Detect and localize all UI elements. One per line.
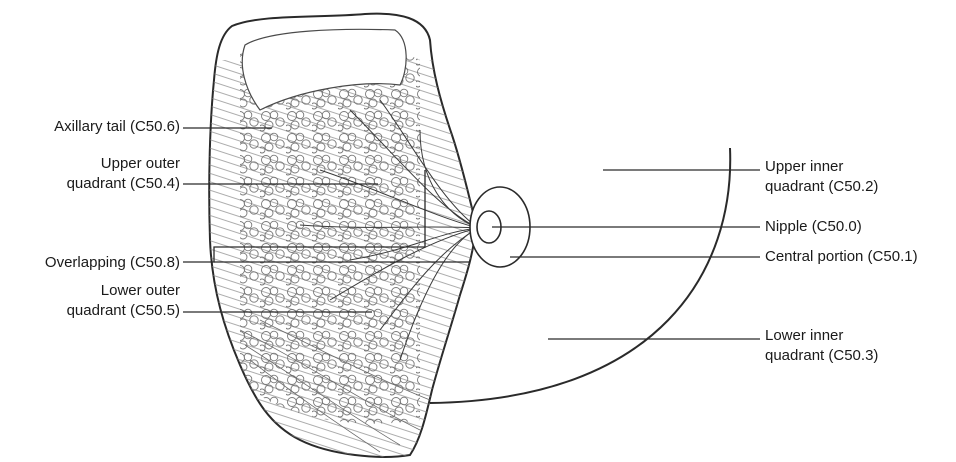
label-lower-inner-quadrant: Lower inner quadrant (C50.3) xyxy=(765,326,878,366)
quadrant-boundary-arc xyxy=(430,148,730,403)
label-upper-inner-quadrant: Upper inner quadrant (C50.2) xyxy=(765,157,878,197)
label-nipple-text: Nipple (C50.0) xyxy=(765,217,862,237)
label-lower-outer-line1: Lower outer xyxy=(67,281,180,301)
breast-tissue xyxy=(200,29,490,460)
label-upper-outer-line1: Upper outer xyxy=(67,154,180,174)
label-upper-outer-line2: quadrant (C50.4) xyxy=(67,174,180,194)
label-overlapping-text: Overlapping (C50.8) xyxy=(45,253,180,273)
label-upper-inner-line1: Upper inner xyxy=(765,157,878,177)
label-lower-inner-line2: quadrant (C50.3) xyxy=(765,346,878,366)
label-nipple: Nipple (C50.0) xyxy=(765,217,862,237)
label-central-portion: Central portion (C50.1) xyxy=(765,247,918,267)
label-lower-outer-line2: quadrant (C50.5) xyxy=(67,301,180,321)
label-upper-inner-line2: quadrant (C50.2) xyxy=(765,177,878,197)
label-lower-inner-line1: Lower inner xyxy=(765,326,878,346)
label-overlapping: Overlapping (C50.8) xyxy=(45,253,180,273)
label-axillary-tail: Axillary tail (C50.6) xyxy=(54,117,180,137)
label-upper-outer-quadrant: Upper outer quadrant (C50.4) xyxy=(67,154,180,194)
label-central-portion-text: Central portion (C50.1) xyxy=(765,247,918,267)
label-lower-outer-quadrant: Lower outer quadrant (C50.5) xyxy=(67,281,180,321)
label-axillary-tail-text: Axillary tail (C50.6) xyxy=(54,117,180,137)
